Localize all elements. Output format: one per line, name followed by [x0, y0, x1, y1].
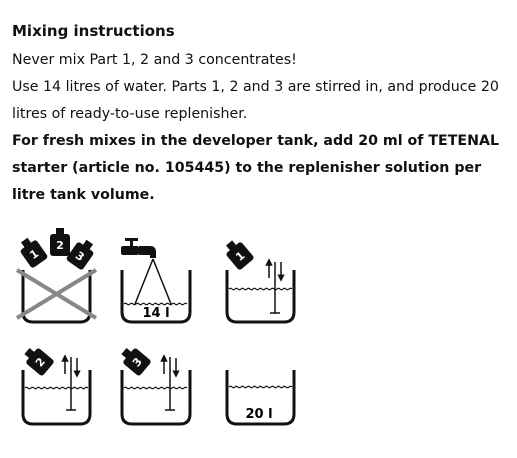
- bottle-1-icon: 1: [226, 240, 254, 270]
- liquid-surface: [123, 386, 188, 390]
- instructions-text: Mixing instructions Never mix Part 1, 2 …: [12, 22, 512, 209]
- section-heading: Mixing instructions: [12, 22, 175, 40]
- bottle-1-icon: 1: [20, 237, 48, 268]
- stirring-rod-icon: [265, 258, 285, 314]
- tank-icon: [21, 370, 92, 426]
- step-1-no-mix: 1 2 3: [15, 228, 98, 324]
- tank-icon: [120, 370, 192, 426]
- water-instruction-text: Use 14 litres of water. Parts 1, 2 and 3…: [12, 79, 499, 122]
- liquid-surface: [123, 302, 188, 306]
- water-stream: [134, 258, 172, 305]
- cross-out-icon: [15, 268, 98, 320]
- stirring-rod-icon: [61, 354, 81, 411]
- tank-icon: [225, 370, 296, 426]
- step-4-add-part-2: 2: [21, 348, 92, 426]
- bottle-3-icon: 3: [66, 239, 94, 270]
- tap-icon: [121, 238, 156, 258]
- step-6-result: 20 l: [225, 370, 296, 426]
- liquid-surface: [228, 385, 293, 389]
- liquid-surface: [24, 386, 89, 390]
- bottle-label: 2: [56, 239, 64, 252]
- starter-instruction-text: For fresh mixes in the developer tank, a…: [12, 133, 500, 203]
- stirring-rod-icon: [160, 354, 180, 411]
- volume-label: 20 l: [245, 407, 272, 422]
- step-5-add-part-3: 3: [120, 348, 192, 426]
- tank-icon: [225, 270, 296, 324]
- warning-text: Never mix Part 1, 2 and 3 concentrates!: [12, 52, 297, 68]
- bottle-2-icon: 2: [24, 348, 54, 376]
- step-2-add-water: 14 l: [120, 238, 192, 324]
- tank-icon: [120, 270, 192, 324]
- bottle-3-icon: 3: [121, 348, 151, 376]
- bottle-2-icon: 2: [50, 228, 70, 256]
- liquid-surface: [228, 287, 293, 291]
- step-3-add-part-1: 1: [225, 240, 296, 324]
- volume-label: 14 l: [142, 306, 169, 321]
